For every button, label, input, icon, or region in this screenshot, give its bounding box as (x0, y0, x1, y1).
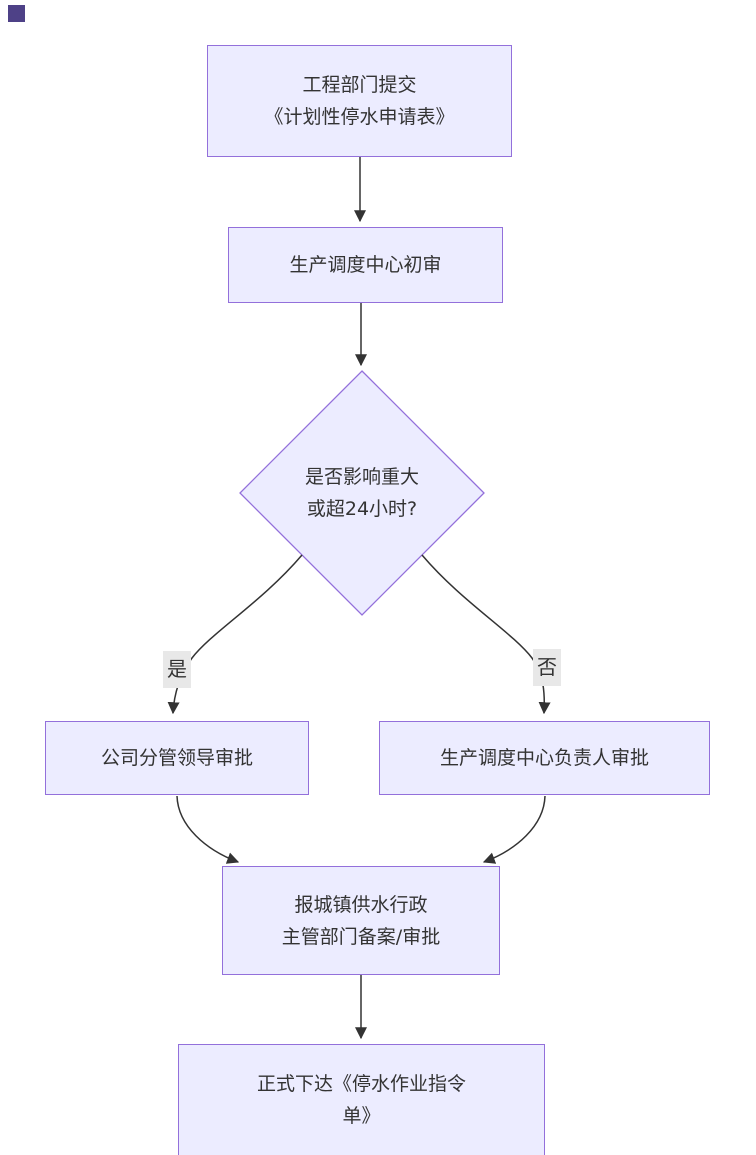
node-text: 主管部门备案/审批 (281, 925, 441, 948)
node-text: 公司分管领导审批 (100, 747, 253, 769)
edge-label-yes: 是 (163, 651, 191, 688)
node-decision-label: 是否影响重大 或超24小时? (262, 453, 462, 533)
node-initial-review: 生产调度中心初审 (228, 227, 503, 303)
node-gov-filing: 报城镇供水行政 主管部门备案/审批 (222, 866, 500, 975)
edge-decision-no (421, 554, 551, 715)
node-text: 工程部门提交 (302, 74, 417, 96)
node-text: 《计划性停水申请表》 (264, 106, 455, 128)
edge-head-to-filing (482, 795, 546, 864)
node-text: 生产调度中心负责人审批 (439, 747, 649, 769)
node-leader-approval: 公司分管领导审批 (45, 721, 309, 795)
corner-marker (8, 5, 25, 22)
edge-label-no: 否 (533, 649, 561, 686)
node-dispatch-head-approval: 生产调度中心负责人审批 (379, 721, 710, 795)
edge-leader-to-filing (176, 795, 240, 864)
node-issue-order: 正式下达《停水作业指令 单》 (178, 1044, 545, 1155)
edge-decision-yes (167, 554, 303, 715)
node-text: 报城镇供水行政 (294, 893, 428, 916)
node-text: 单》 (342, 1105, 381, 1127)
node-text: 是否影响重大 (304, 466, 419, 488)
node-text: 正式下达《停水作业指令 (256, 1073, 466, 1095)
node-text: 生产调度中心初审 (289, 254, 442, 276)
node-text: 或超24小时? (306, 498, 418, 520)
node-submit-application: 工程部门提交 《计划性停水申请表》 (207, 45, 512, 157)
